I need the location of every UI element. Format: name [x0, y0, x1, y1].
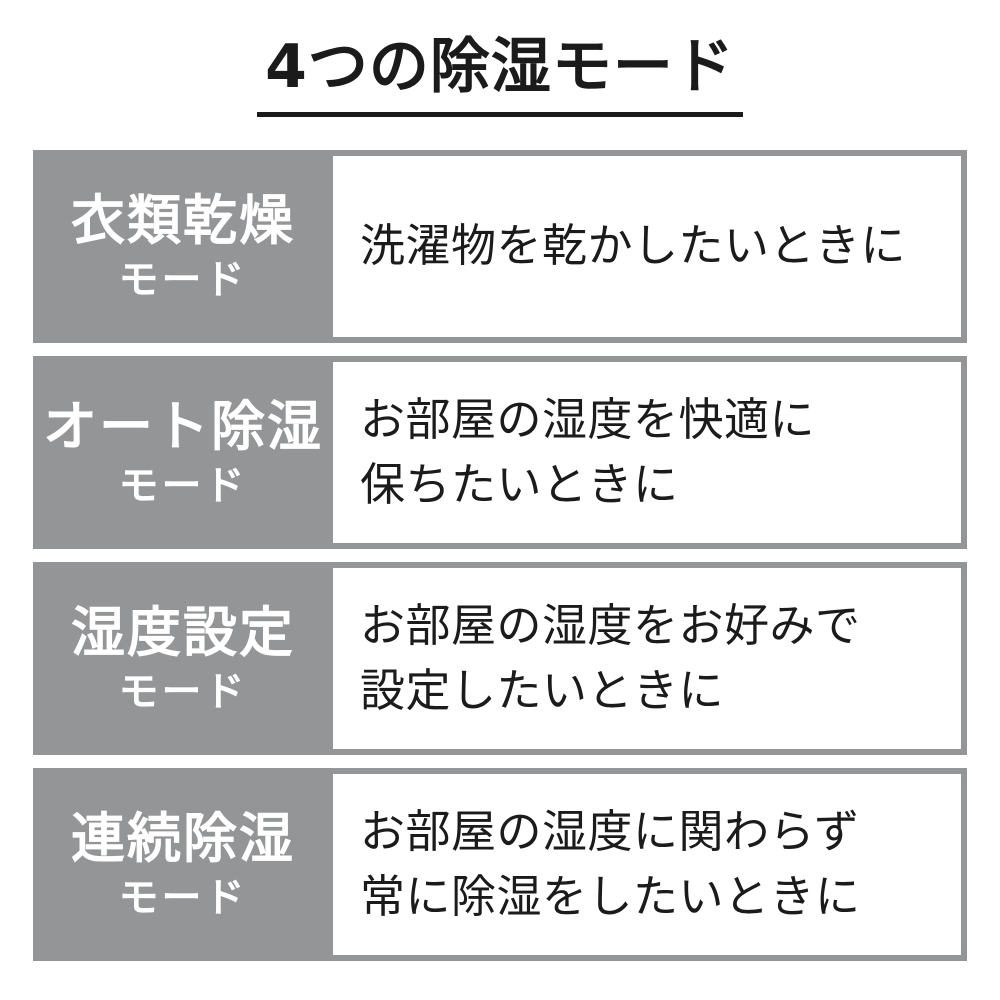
mode-suffix: モード — [118, 874, 248, 921]
mode-description: お部屋の湿度を快適に 保ちたいときに — [360, 392, 816, 511]
mode-suffix: モード — [118, 462, 248, 509]
mode-table: 衣類乾燥 モード 洗濯物を乾かしたいときに オート除湿 モード お部屋の湿度を快… — [33, 150, 967, 961]
mode-description-cell: お部屋の湿度をお好みで 設定したいときに — [333, 568, 961, 749]
mode-label-cell: オート除湿 モード — [33, 356, 333, 549]
mode-name: オート除湿 — [43, 395, 323, 459]
mode-name: 衣類乾燥 — [71, 189, 295, 253]
table-row: 連続除湿 モード お部屋の湿度に関わらず 常に除湿をしたいときに — [33, 768, 967, 961]
table-row: 湿度設定 モード お部屋の湿度をお好みで 設定したいときに — [33, 562, 967, 755]
mode-description: お部屋の湿度をお好みで 設定したいときに — [360, 598, 861, 717]
mode-description: 洗濯物を乾かしたいときに — [360, 219, 907, 273]
mode-suffix: モード — [118, 668, 248, 715]
mode-description-cell: 洗濯物を乾かしたいときに — [333, 156, 961, 337]
page-title: 4つの除湿モード — [257, 34, 743, 117]
mode-description-cell: お部屋の湿度に関わらず 常に除湿をしたいときに — [333, 774, 961, 955]
table-row: オート除湿 モード お部屋の湿度を快適に 保ちたいときに — [33, 356, 967, 549]
mode-label-cell: 衣類乾燥 モード — [33, 150, 333, 343]
mode-description: お部屋の湿度に関わらず 常に除湿をしたいときに — [360, 804, 861, 923]
mode-name: 連続除湿 — [71, 807, 295, 871]
mode-name: 湿度設定 — [71, 601, 295, 665]
table-row: 衣類乾燥 モード 洗濯物を乾かしたいときに — [33, 150, 967, 343]
mode-description-cell: お部屋の湿度を快適に 保ちたいときに — [333, 362, 961, 543]
title-section: 4つの除湿モード — [0, 0, 1000, 117]
mode-suffix: モード — [118, 256, 248, 303]
mode-label-cell: 連続除湿 モード — [33, 768, 333, 961]
mode-label-cell: 湿度設定 モード — [33, 562, 333, 755]
